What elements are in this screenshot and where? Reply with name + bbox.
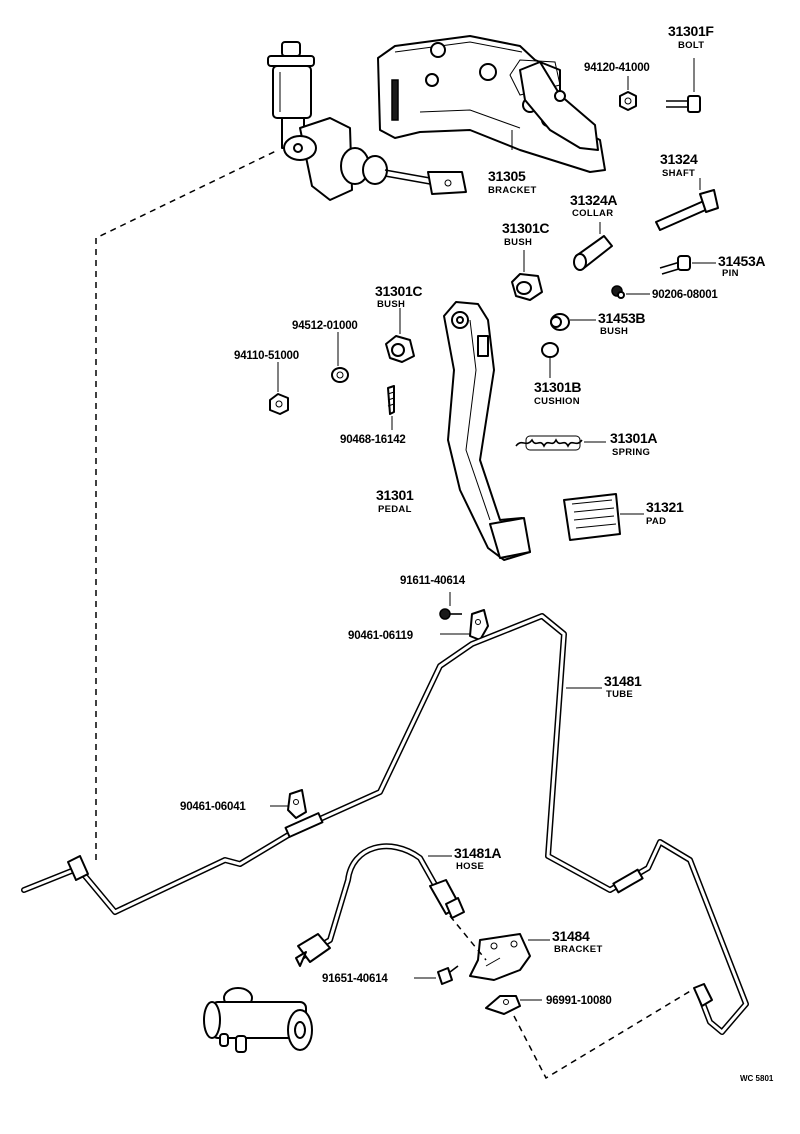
label-bolt-name: BOLT (678, 40, 704, 51)
label-collar-name: COLLAR (572, 208, 613, 219)
part-labels: 31301F BOLT 94120-41000 31305 BRACKET 31… (180, 23, 774, 1083)
reference-code: WC 5801 (740, 1074, 774, 1083)
label-hose-name: HOSE (456, 861, 484, 872)
label-shaft-name: SHAFT (662, 168, 695, 179)
shaft-31324 (655, 178, 719, 231)
label-pad-num: 31321 (646, 499, 684, 515)
cushion-31301b (541, 342, 559, 378)
label-bolt-d-pn: 91651-40614 (322, 973, 388, 985)
label-cushion-num: 31301B (534, 379, 581, 395)
bolt-31301f (666, 58, 701, 113)
bush-31301c-left (385, 308, 415, 363)
bush-31453b (550, 313, 596, 331)
nut-94110-51000 (269, 362, 289, 415)
spring-31301a (515, 435, 606, 451)
label-bush-left-name: BUSH (377, 299, 405, 310)
label-bush-top-name: BUSH (504, 237, 532, 248)
label-collar-num: 31324A (570, 192, 617, 208)
bracket-31484 (469, 933, 550, 981)
label-tube-name: TUBE (606, 689, 633, 700)
label-pedal-num: 31301 (376, 487, 414, 503)
label-clamp-b-pn: 90461-06041 (180, 801, 246, 813)
clamp-90461-06119 (440, 609, 489, 641)
label-bracket-bottom-num: 31484 (552, 928, 590, 944)
collar-31324a (573, 222, 613, 271)
bush-31301c-top (511, 250, 543, 301)
hose-31481a (295, 843, 465, 967)
label-spring-num: 31301A (610, 430, 657, 446)
label-bolt-num: 31301F (668, 23, 714, 39)
label-clip-a-pn: 90206-08001 (652, 289, 718, 301)
label-cushion-name: CUSHION (534, 396, 580, 407)
label-pin-name: PIN (722, 268, 739, 279)
label-nut-a-pn: 94120-41000 (584, 62, 650, 74)
clamp-90461-06041 (270, 789, 307, 819)
label-bracket-top-name: BRACKET (488, 185, 537, 196)
washer-94512-01000 (331, 332, 349, 383)
label-bush-pin-name: BUSH (600, 326, 628, 337)
pin-31453a (659, 255, 716, 275)
clip-96991-10080 (485, 995, 542, 1015)
clip-90206-08001 (611, 285, 650, 299)
label-clamp-a-pn: 90461-06119 (348, 630, 413, 642)
label-nut-b-pn: 94110-51000 (234, 350, 299, 362)
label-bracket-top-num: 31305 (488, 168, 526, 184)
label-bolt-c-pn: 91611-40614 (400, 575, 466, 587)
release-cylinder (203, 987, 313, 1053)
label-bush-pin-num: 31453B (598, 310, 645, 326)
label-washer-pn: 94512-01000 (292, 320, 358, 332)
bolt-91651-40614 (414, 965, 459, 985)
label-bush-top-num: 31301C (502, 220, 549, 236)
pad-31321 (563, 493, 644, 541)
connector-lines (95, 149, 693, 1080)
master-cylinder (267, 41, 467, 201)
label-pad-name: PAD (646, 516, 666, 527)
label-shaft-num: 31324 (660, 151, 698, 167)
label-hose-num: 31481A (454, 845, 501, 861)
pedal-31301 (443, 301, 531, 561)
nut-94120-41000 (619, 76, 637, 111)
label-bush-left-num: 31301C (375, 283, 422, 299)
label-pin-num: 31453A (718, 253, 765, 269)
bolt-90468-16142 (387, 385, 395, 430)
label-spring-name: SPRING (612, 447, 650, 458)
label-pedal-name: PEDAL (378, 504, 412, 515)
bolt-91611-40614 (439, 592, 462, 620)
label-bolt-b-pn: 90468-16142 (340, 434, 406, 446)
label-clip-b-pn: 96991-10080 (546, 995, 612, 1007)
label-tube-num: 31481 (604, 673, 642, 689)
tube-31481 (21, 613, 749, 1035)
label-bracket-bottom-name: BRACKET (554, 944, 603, 955)
pedal-bracket (377, 35, 606, 173)
